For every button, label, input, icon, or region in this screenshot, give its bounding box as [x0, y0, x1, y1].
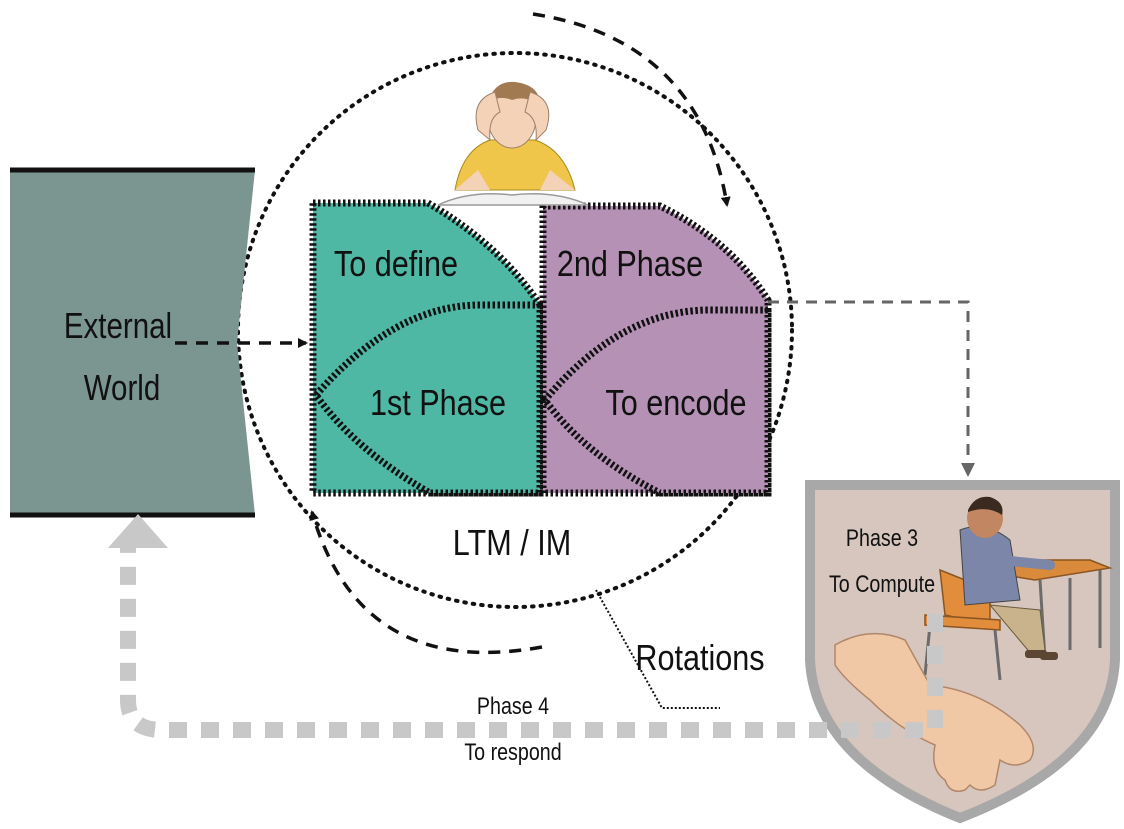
second-phase-label: 2nd Phase [557, 245, 703, 285]
to-encode-shape [540, 306, 772, 497]
stressed-student-illustration [437, 81, 589, 206]
phase4-response-path [108, 514, 943, 738]
external-world-shape [10, 170, 255, 515]
external-world-label-line2: World [84, 367, 161, 407]
phase4-label-line1: Phase 4 [477, 692, 549, 719]
flow-arrows [175, 12, 731, 655]
phase4-label-line2: To respond [464, 738, 561, 765]
external-world-box [10, 167, 255, 518]
phase3-label-line1: Phase 3 [846, 524, 918, 551]
rotations-leader-line [595, 589, 720, 709]
first-phase-label: 1st Phase [370, 384, 506, 424]
phase2-block [539, 202, 772, 497]
bottom-rotation-arrow [309, 510, 543, 655]
rotations-label: Rotations [635, 639, 764, 679]
external-world-label-line1: External [64, 305, 172, 345]
top-rotation-arrow [532, 12, 731, 207]
phase3-label-line2: To Compute [829, 570, 935, 597]
to-encode-label: To encode [605, 384, 746, 424]
phase2-to-phase3-arrow [768, 300, 975, 477]
first-phase-shape [311, 301, 544, 497]
to-define-label: To define [334, 245, 458, 285]
student-at-desk-illustration [923, 496, 1113, 681]
phase1-block [309, 199, 544, 497]
ltm-im-label: LTM / IM [453, 524, 571, 564]
